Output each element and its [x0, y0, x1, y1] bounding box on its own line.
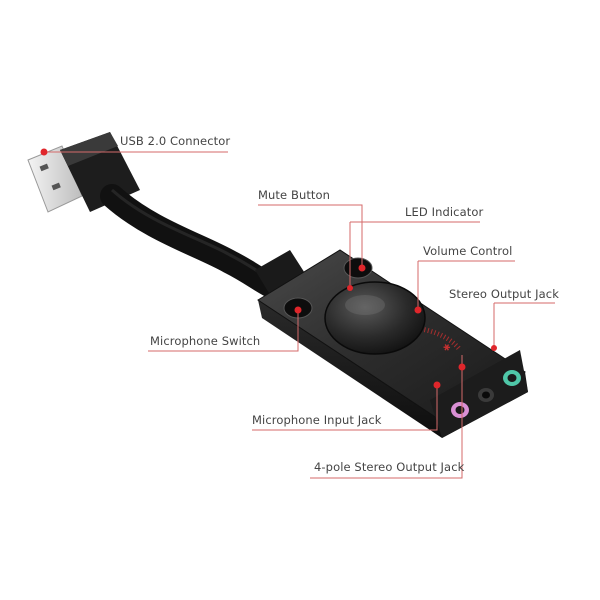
- callout-usb-connector: USB 2.0 Connector: [120, 134, 231, 148]
- mic-input-jack: [451, 402, 469, 418]
- callout-dots: [40, 148, 497, 389]
- callout-volume-control: Volume Control: [423, 244, 513, 258]
- stereo-output-jack: [503, 370, 521, 386]
- svg-text:✱: ✱: [442, 342, 453, 354]
- callout-4-pole-stereo-output-jack: 4-pole Stereo Output Jack: [314, 460, 465, 474]
- mute-button: [343, 257, 373, 279]
- callout-lines: [44, 151, 555, 479]
- callout-stereo-output-jack: Stereo Output Jack: [449, 287, 559, 301]
- callout-microphone-switch: Microphone Switch: [150, 334, 261, 348]
- four-pole-jack: [478, 388, 494, 402]
- volume-knob: [324, 281, 426, 355]
- callout-mute-button: Mute Button: [258, 188, 331, 202]
- cable: [100, 184, 287, 300]
- callout-microphone-input-jack: Microphone Input Jack: [252, 413, 382, 427]
- callout-led-indicator: LED Indicator: [405, 205, 484, 219]
